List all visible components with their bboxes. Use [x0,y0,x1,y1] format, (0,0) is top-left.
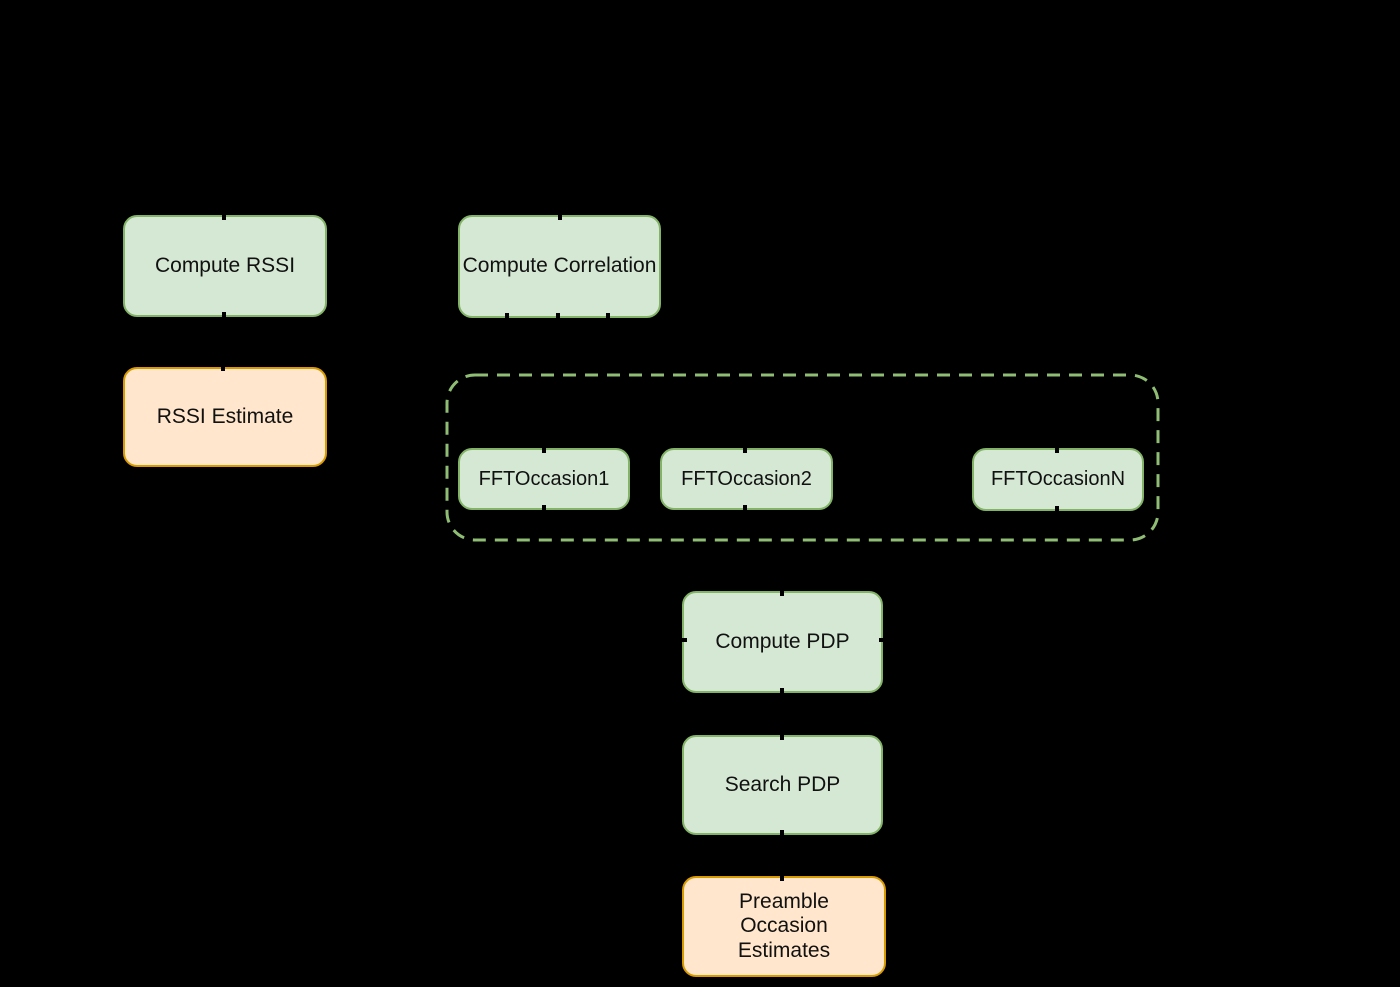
node-fft-occasion-2-label: FFTOccasion2 [681,467,812,490]
node-compute-pdp: Compute PDP [682,591,883,693]
connector-stub [222,211,226,220]
connector-stub [780,688,784,697]
connector-stub [780,587,784,596]
node-rssi-estimate-label: RSSI Estimate [156,404,294,428]
connector-stub [1055,444,1059,453]
connector-stub [780,872,784,881]
node-compute-correlation-label: Compute Correlation [462,254,657,278]
node-fft-occasion-1-label: FFTOccasion1 [478,467,610,490]
node-fft-occasion-2: FFTOccasion2 [660,448,833,510]
connector-stub [743,444,747,453]
node-rssi-estimate: RSSI Estimate [123,367,327,467]
node-search-pdp-label: Search PDP [724,772,841,796]
node-compute-rssi-label: Compute RSSI [154,253,296,277]
connector-stub [879,638,888,642]
connector-stub [542,444,546,453]
connector-stub [222,312,226,321]
connector-stub [780,731,784,740]
connector-stub [606,313,610,322]
node-preamble-occasion-estimates: Preamble Occasion Estimates [682,876,886,977]
node-search-pdp: Search PDP [682,735,883,835]
fft-occasions-group-frame [445,373,1160,542]
fft-occasions-group-border [445,373,1160,542]
connector-stub [505,313,509,322]
connector-stub [743,505,747,514]
connector-stub [678,638,687,642]
connector-stub [558,211,562,220]
node-fft-occasion-n: FFTOccasionN [972,448,1144,511]
node-fft-occasion-n-label: FFTOccasionN [990,468,1126,490]
connector-stub [221,362,225,371]
connector-stub [556,313,560,322]
node-fft-occasion-1: FFTOccasion1 [458,448,630,510]
connector-stub [1055,506,1059,515]
node-compute-correlation: Compute Correlation [458,215,661,318]
node-compute-pdp-label: Compute PDP [715,629,850,653]
connector-stub [780,830,784,839]
connector-stub [542,505,546,514]
node-preamble-occasion-estimates-label: Preamble Occasion Estimates [737,890,831,962]
node-compute-rssi: Compute RSSI [123,215,327,317]
